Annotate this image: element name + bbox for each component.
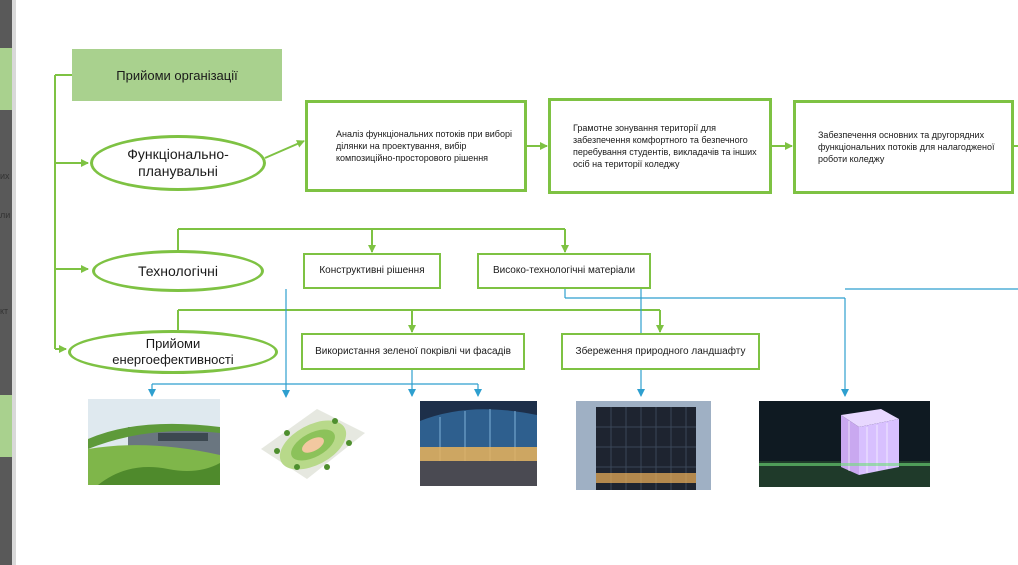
slide-panel-edge (12, 0, 16, 565)
energy-item-landscape: Збереження природного ландшафту (561, 333, 760, 370)
left-green-tab-bottom (0, 395, 12, 457)
category-energy-line1: Прийоми (145, 336, 201, 351)
tech-item-materials: Високо-технологічні матеріали (477, 253, 651, 289)
left-green-tab-top (0, 48, 12, 110)
category-functional-line2: планувальні (138, 163, 218, 179)
site-plan-render (257, 403, 369, 483)
energy-item-landscape-text: Збереження природного ландшафту (575, 345, 746, 357)
glass-facade-building-photo (420, 401, 537, 486)
category-energy-line2: енергоефективності (112, 352, 234, 367)
functional-step-2: Грамотне зонування території для забезпе… (548, 98, 772, 194)
illuminated-cube-building-photo (759, 401, 930, 487)
cut-text-3: кт (0, 306, 9, 316)
functional-step-2-text: Грамотне зонування території для забезпе… (573, 123, 757, 169)
header-title: Прийоми організації (116, 67, 238, 83)
green-roof-building-photo (88, 399, 220, 485)
functional-step-1: Аналіз функціональних потоків при виборі… (305, 100, 527, 192)
category-energy: Прийоми енергоефективності (68, 330, 278, 374)
tech-item-structural: Конструктивні рішення (303, 253, 441, 289)
tech-item-structural-text: Конструктивні рішення (319, 265, 425, 276)
functional-step-3-text: Забезпечення основних та другорядних фун… (818, 130, 995, 164)
dark-glass-building-photo (576, 401, 711, 490)
functional-step-1-text: Аналіз функціональних потоків при виборі… (336, 129, 512, 163)
category-technological-label: Технологічні (138, 262, 218, 279)
category-functional-line1: Функціонально- (127, 146, 229, 162)
category-technological: Технологічні (92, 250, 264, 292)
functional-step-3: Забезпечення основних та другорядних фун… (793, 100, 1014, 194)
header-title-box: Прийоми організації (72, 49, 282, 101)
category-functional: Функціонально- планувальні (90, 135, 266, 191)
cut-text-1: их (0, 171, 10, 181)
energy-item-green-roof-text: Використання зеленої покрівлі чи фасадів (315, 345, 511, 357)
cut-text-2: ли (0, 210, 11, 220)
energy-item-green-roof: Використання зеленої покрівлі чи фасадів (301, 333, 525, 370)
tech-item-materials-text: Високо-технологічні матеріали (492, 265, 636, 276)
